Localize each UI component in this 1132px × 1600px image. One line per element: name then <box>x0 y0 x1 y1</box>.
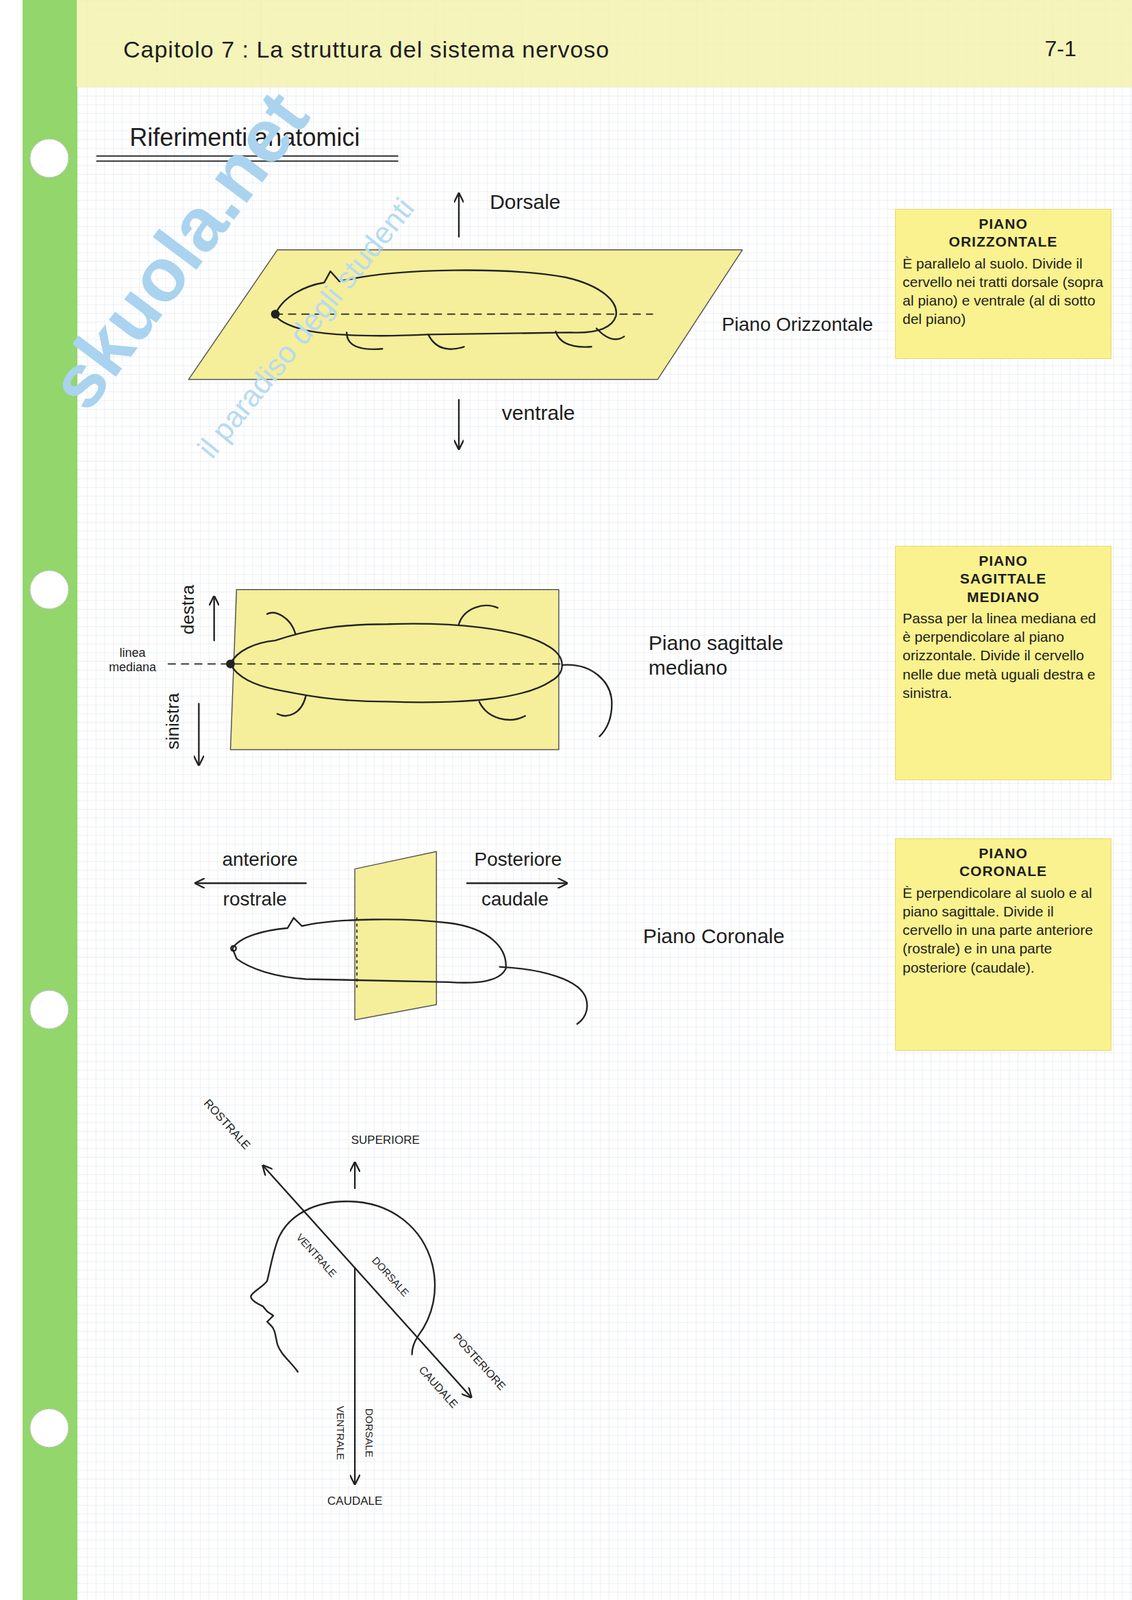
direction-arrow <box>212 596 215 641</box>
direction-label: ventrale <box>501 400 576 426</box>
reference-dot <box>226 660 234 668</box>
sagittal-plane <box>230 589 559 750</box>
page-number: 7-1 <box>1044 35 1076 62</box>
rat-legs <box>267 605 526 720</box>
head-outline <box>250 1201 435 1372</box>
direction-arrow <box>467 882 568 884</box>
direction-label: Posteriore <box>474 847 563 872</box>
note-box: PIANO SAGITTALE MEDIANOPassa per la line… <box>895 545 1112 781</box>
direction-label: Dorsale <box>489 189 561 215</box>
punch-hole <box>30 139 69 178</box>
section-line <box>356 917 358 987</box>
axis-label: DORSALE <box>362 1407 376 1458</box>
axis-arrow <box>354 1162 356 1188</box>
rat-outline <box>230 623 563 703</box>
direction-label: caudale <box>481 888 549 912</box>
direction-arrow <box>458 193 460 237</box>
rat-nose <box>230 945 236 951</box>
margin-strip <box>22 0 78 1600</box>
reference-dot <box>271 310 279 318</box>
note-box: PIANO CORONALEÈ perpendicolare al suolo … <box>895 838 1112 1051</box>
direction-arrow <box>195 882 307 884</box>
rat-outline <box>232 917 506 983</box>
plane-label: Piano Coronale <box>643 923 785 949</box>
note-heading: PIANO CORONALE <box>938 844 1069 881</box>
page-title: Capitolo 7 : La struttura del sistema ne… <box>123 36 610 64</box>
direction-arrow <box>458 399 460 449</box>
axis-label: CAUDALE <box>327 1494 383 1508</box>
direction-label: destra <box>178 584 200 635</box>
coronal-plane <box>354 851 437 1020</box>
axis-label: VENTRALE <box>334 1405 347 1460</box>
plane-label: Piano sagittale mediano <box>648 630 820 681</box>
rat-tail <box>499 966 588 1024</box>
note-box: PIANO ORIZZONTALEÈ parallelo al suolo. D… <box>895 208 1112 359</box>
header-band <box>76 0 1132 87</box>
direction-label: rostrale <box>223 888 287 912</box>
note-text: È parallelo al suolo. Divide il cervello… <box>902 254 1104 329</box>
direction-label: sinistra <box>162 693 185 750</box>
plane-label: Piano Orizzontale <box>721 312 874 337</box>
axis-arrow <box>262 1165 472 1398</box>
axis-label: SUPERIORE <box>351 1132 420 1147</box>
note-text: È perpendicolare al suolo e al piano sag… <box>902 883 1104 977</box>
note-text: Passa per la linea mediana ed è perpendi… <box>902 608 1104 702</box>
rat-legs <box>346 328 624 349</box>
punch-hole <box>30 990 69 1029</box>
drawings <box>96 156 743 1484</box>
rat-tail <box>562 664 612 737</box>
direction-arrow <box>197 703 200 765</box>
punch-hole <box>30 570 69 609</box>
midline-label: linea mediana <box>105 645 161 676</box>
direction-label: anteriore <box>221 847 298 872</box>
axis-arrow <box>354 1267 356 1484</box>
note-heading: PIANO ORIZZONTALE <box>938 215 1069 252</box>
punch-hole <box>30 1408 69 1448</box>
note-heading: PIANO SAGITTALE MEDIANO <box>938 551 1069 607</box>
